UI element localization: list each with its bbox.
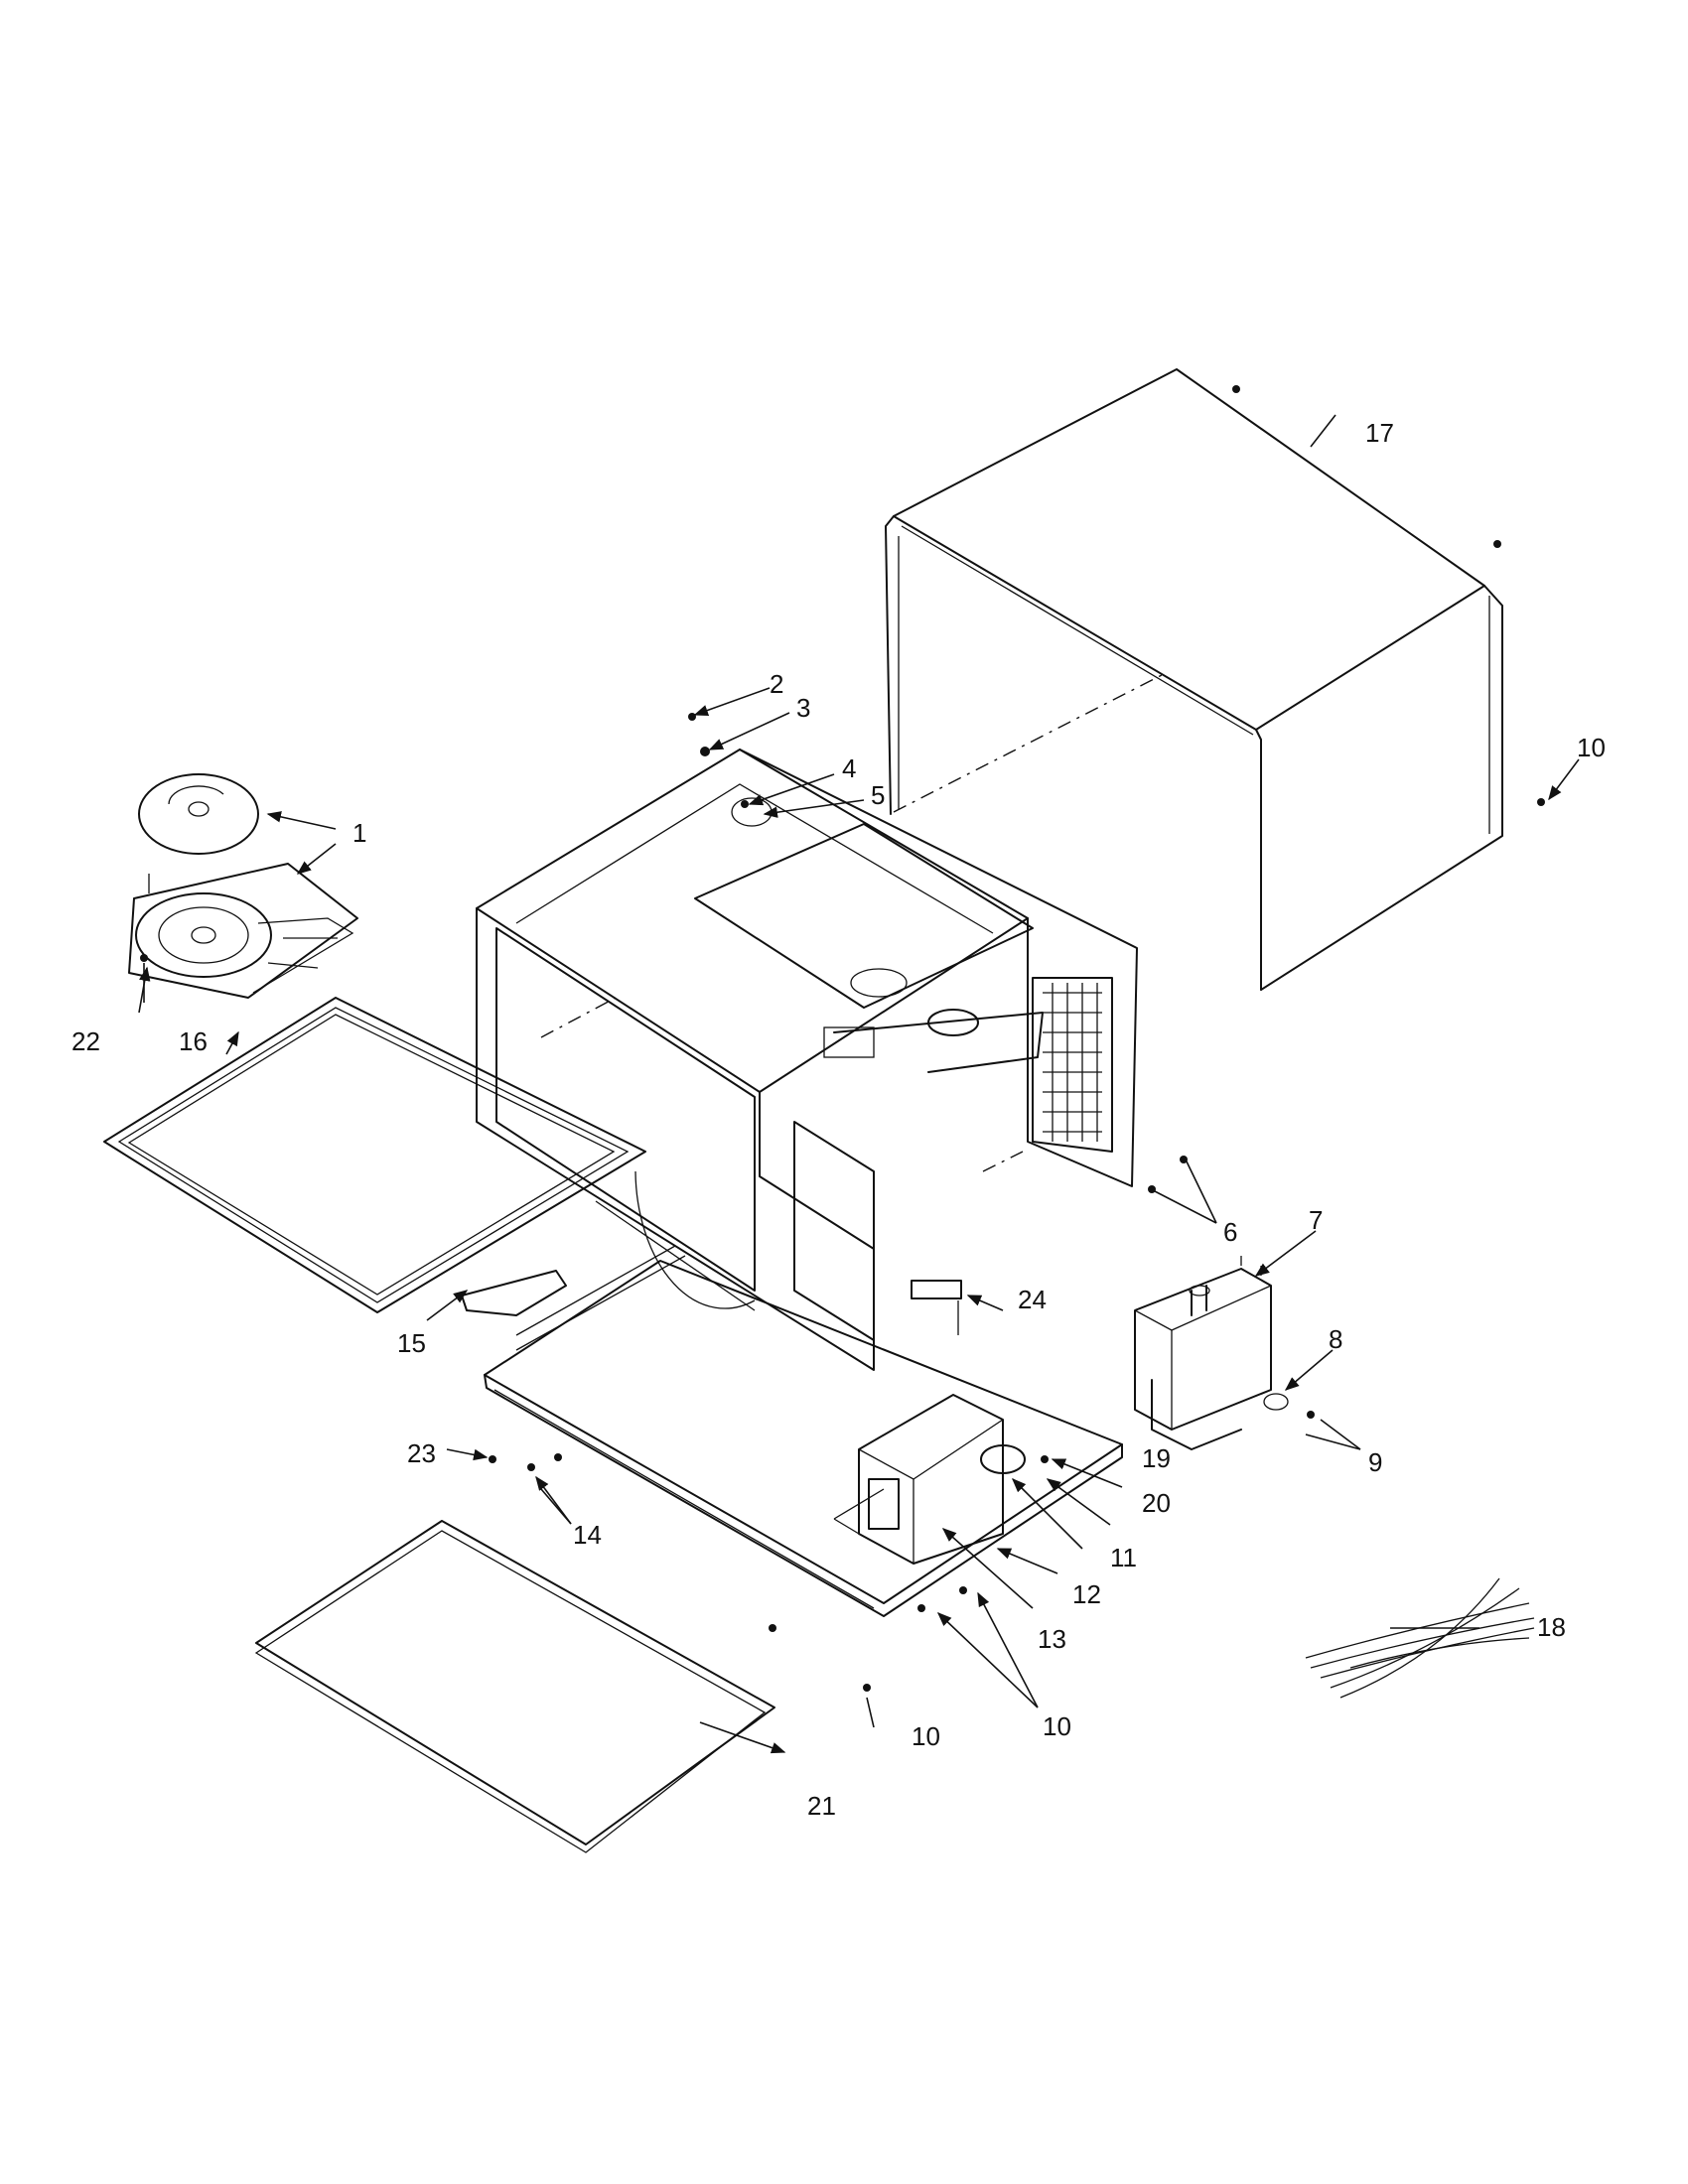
callout-21: 21 [807,1791,836,1821]
callout-13: 13 [1038,1624,1066,1654]
transformer-part [833,1394,1026,1565]
wire-harness-part [1305,1577,1535,1699]
callout-10-base-right: 10 [1043,1711,1071,1741]
callout-19: 19 [1142,1443,1171,1473]
door-frame-part [103,997,646,1313]
callout-16: 16 [179,1026,208,1056]
callout-2: 2 [770,669,783,699]
callout-5: 5 [871,780,885,810]
callout-10-cabinet: 10 [1577,733,1606,762]
callout-14: 14 [573,1520,602,1550]
callout-22: 22 [71,1026,100,1056]
callout-10-base-left: 10 [912,1721,940,1751]
callout-1: 1 [352,818,366,848]
callout-9: 9 [1368,1447,1382,1477]
oven-cavity-chassis [476,749,1138,1371]
callout-23: 23 [407,1438,436,1468]
turntable-part [128,773,358,999]
outer-cabinet-part [885,368,1545,991]
callout-12: 12 [1072,1579,1101,1609]
leader-lines [138,414,1580,1754]
bottom-cover-part [254,1520,775,1853]
callout-labels: 1 2 3 4 5 6 7 8 9 10 10 10 11 12 13 14 1… [71,418,1606,1821]
callout-18: 18 [1537,1612,1566,1642]
callout-4: 4 [842,753,856,783]
callout-15: 15 [397,1328,426,1358]
callout-11: 11 [1110,1543,1137,1572]
base-plate-part [484,1245,1123,1617]
callout-8: 8 [1329,1324,1342,1354]
callout-17: 17 [1365,418,1394,448]
callout-24: 24 [1018,1285,1047,1314]
callout-3: 3 [796,693,810,723]
callout-7: 7 [1309,1205,1323,1235]
magnetron-part [1134,1256,1272,1450]
callout-20: 20 [1142,1488,1171,1518]
callout-6: 6 [1223,1217,1237,1247]
